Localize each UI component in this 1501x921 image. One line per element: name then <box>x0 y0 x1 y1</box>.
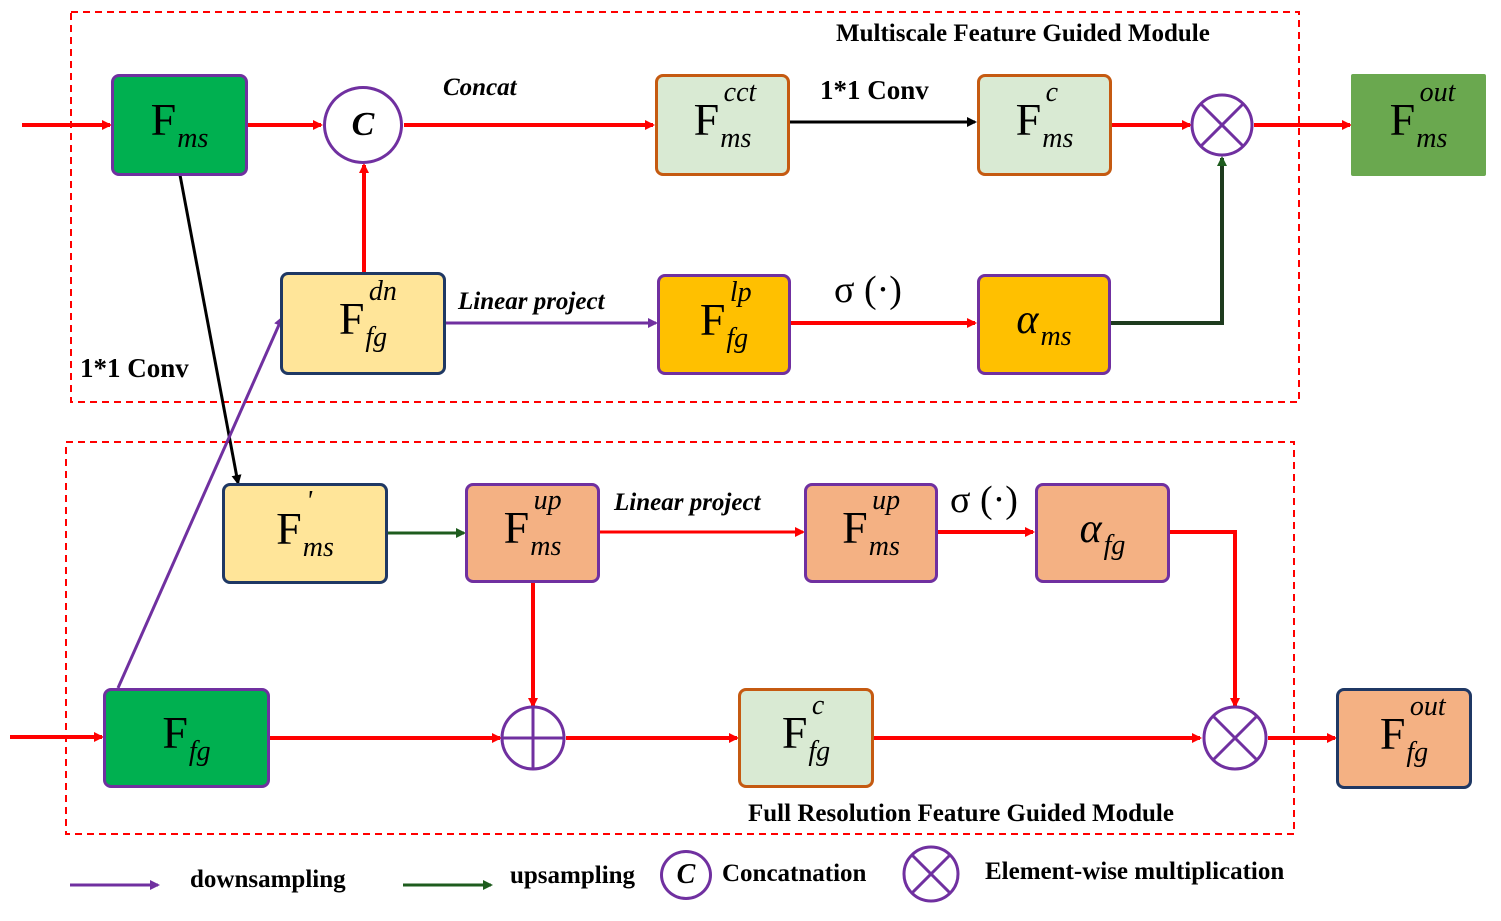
bottom-module-title: Full Resolution Feature Guided Module <box>748 800 1174 827</box>
node-f-ms-cct-base: F <box>693 94 720 145</box>
node-f-ms-up2-sub: ms <box>868 531 900 562</box>
node-f-ms-c-sub: ms <box>1042 123 1074 154</box>
node-f-ms-up: Fms up <box>465 483 600 583</box>
node-f-fg-c-sub: fg <box>808 736 831 767</box>
node-f-ms-cct-sub: ms <box>720 123 752 154</box>
node-f-fg-dn-sup: dn <box>368 275 397 307</box>
node-f-ms-up-sup: up <box>533 485 562 516</box>
top-module-boundary <box>70 11 1300 403</box>
label-sigma-bottom: σ (·) <box>950 479 1018 521</box>
legend-concatenation-label: Concatnation <box>722 860 867 887</box>
node-f-fg-dn-sub: fg <box>365 321 388 353</box>
node-f-ms-up-base: F <box>503 502 530 553</box>
node-alpha-fg-sub: fg <box>1103 529 1126 561</box>
node-f-fg: Ffg <box>103 688 270 788</box>
node-f-ms-out: Fms out <box>1351 74 1486 176</box>
node-f-ms-out-sup: out <box>1419 77 1456 108</box>
multiply-cross-bottom-b <box>1211 714 1259 762</box>
multiply-cross-top-b <box>1199 102 1245 148</box>
legend-downsampling-label: downsampling <box>190 866 346 893</box>
node-f-fg-out-base: F <box>1379 707 1406 759</box>
node-alpha-fg: αfg <box>1035 483 1170 583</box>
node-f-ms-out-base: F <box>1389 94 1416 145</box>
concat-operator: C <box>323 86 403 164</box>
node-f-fg-out: Ffg out <box>1336 688 1472 789</box>
node-f-ms-prime-sub: ms <box>302 531 334 563</box>
label-concat: Concat <box>443 74 517 101</box>
label-sigma-top: σ (·) <box>834 269 902 311</box>
legend-concat-symbol: C <box>676 859 696 890</box>
node-f-fg-c: Ffg c <box>738 688 874 788</box>
node-f-ms-c: Fms c <box>977 74 1112 176</box>
node-f-ms-sub: ms <box>177 123 209 154</box>
node-f-ms-up2-sup: up <box>872 485 901 516</box>
legend-concat-icon: C <box>660 850 712 900</box>
node-f-fg-lp-sub: fg <box>726 322 749 354</box>
node-f-ms-c-base: F <box>1015 94 1042 145</box>
node-alpha-ms: αms <box>977 274 1111 375</box>
arrow-alpha-fg-to-mult-bottom <box>1170 530 1240 708</box>
node-alpha-ms-base: α <box>1016 297 1039 343</box>
concat-symbol: C <box>351 106 375 143</box>
node-f-ms-c-sup: c <box>1045 77 1059 108</box>
node-f-ms-base: F <box>150 94 177 145</box>
top-module-title: Multiscale Feature Guided Module <box>836 20 1210 47</box>
arrow-ffg-to-fdn <box>116 316 284 689</box>
node-f-fg-lp: Ffg lp <box>657 274 791 375</box>
node-f-fg-c-base: F <box>781 707 808 758</box>
label-linear-top: Linear project <box>458 288 605 315</box>
legend-multiply-cross-b <box>910 853 952 895</box>
legend-multiplication-label: Element-wise multiplication <box>985 858 1285 885</box>
bottom-module-boundary <box>65 441 1295 835</box>
node-alpha-ms-sub: ms <box>1040 321 1072 352</box>
node-f-ms-up2-base: F <box>842 502 868 553</box>
node-f-ms-cct-sup: cct <box>723 77 757 108</box>
node-f-fg-sub: fg <box>188 736 211 767</box>
node-f-fg-out-sup: out <box>1409 690 1446 722</box>
legend-upsampling-label: upsampling <box>510 862 636 889</box>
node-f-ms-prime-sup: ' <box>306 485 313 517</box>
node-f-fg-dn-base: F <box>338 292 365 344</box>
node-f-fg-lp-sup: lp <box>729 276 752 308</box>
node-f-fg-lp-base: F <box>699 293 726 345</box>
node-alpha-fg-base: α <box>1079 505 1102 552</box>
node-f-ms-out-sub: ms <box>1416 123 1448 154</box>
node-f-ms-up-sub: ms <box>530 531 562 562</box>
node-f-ms: Fms <box>111 74 248 176</box>
node-f-fg-base: F <box>162 707 188 758</box>
node-f-ms-prime-base: F <box>276 502 302 554</box>
arrow-alpha-ms-to-mult-top <box>1111 156 1227 325</box>
node-f-ms-cct: Fms cct <box>655 74 790 176</box>
label-linear-bottom: Linear project <box>614 489 761 516</box>
node-f-fg-out-sub: fg <box>1406 736 1429 768</box>
node-f-ms-prime: Fms ' <box>222 483 388 584</box>
node-f-fg-c-sup: c <box>811 690 825 721</box>
arrow-fms-to-fprime <box>178 174 242 485</box>
node-f-fg-dn: Ffg dn <box>280 272 446 375</box>
label-conv-top: 1*1 Conv <box>820 75 929 105</box>
node-f-ms-up2: Fms up <box>804 483 938 583</box>
label-conv-left: 1*1 Conv <box>80 353 189 383</box>
